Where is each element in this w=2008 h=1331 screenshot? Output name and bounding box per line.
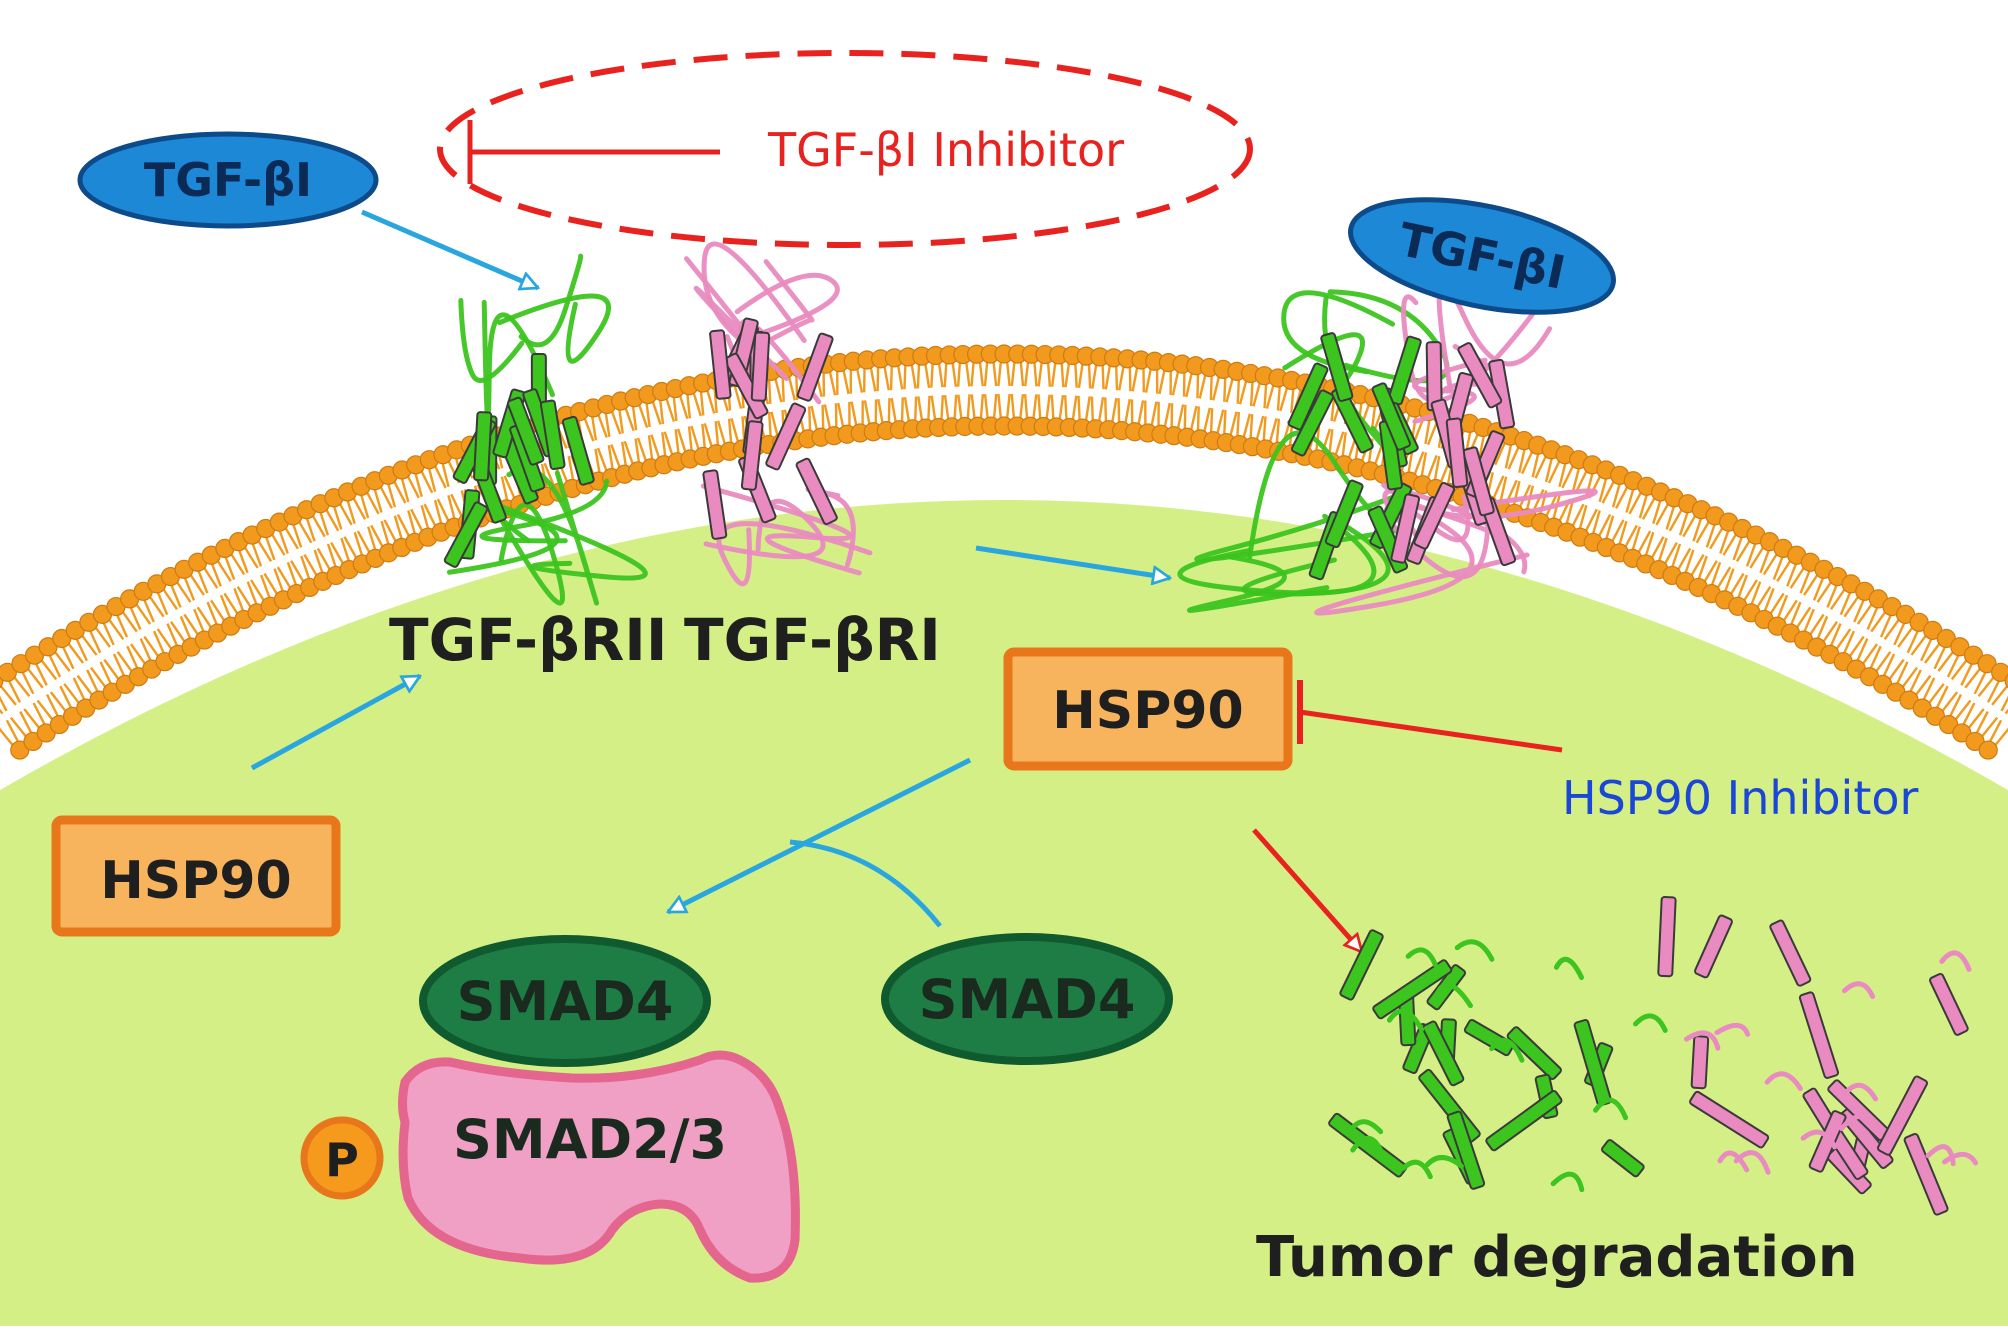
tgf-ligand-left-label: TGF-βI (144, 153, 312, 207)
tgf-inhibitor-label: TGF-βI Inhibitor (767, 123, 1124, 177)
smad4-bound-label: SMAD4 (457, 970, 674, 1033)
tgf-beta-receptor-ii (444, 256, 646, 603)
phosphate-label: P (325, 1133, 359, 1187)
hsp90-lower-label: HSP90 (100, 851, 291, 911)
smad23-label: SMAD2/3 (453, 1108, 727, 1171)
hsp90-inhibitor-label: HSP90 Inhibitor (1562, 771, 1918, 825)
receptor-ii-label: TGF-βRII (389, 606, 667, 674)
ligand-binding-arrow (362, 212, 538, 288)
smad4-free-label: SMAD4 (919, 968, 1136, 1031)
receptor-i-label: TGF-βRI (684, 606, 941, 674)
hsp90-upper-label: HSP90 (1052, 681, 1243, 741)
tumor-degradation-label: Tumor degradation (1256, 1225, 1858, 1290)
